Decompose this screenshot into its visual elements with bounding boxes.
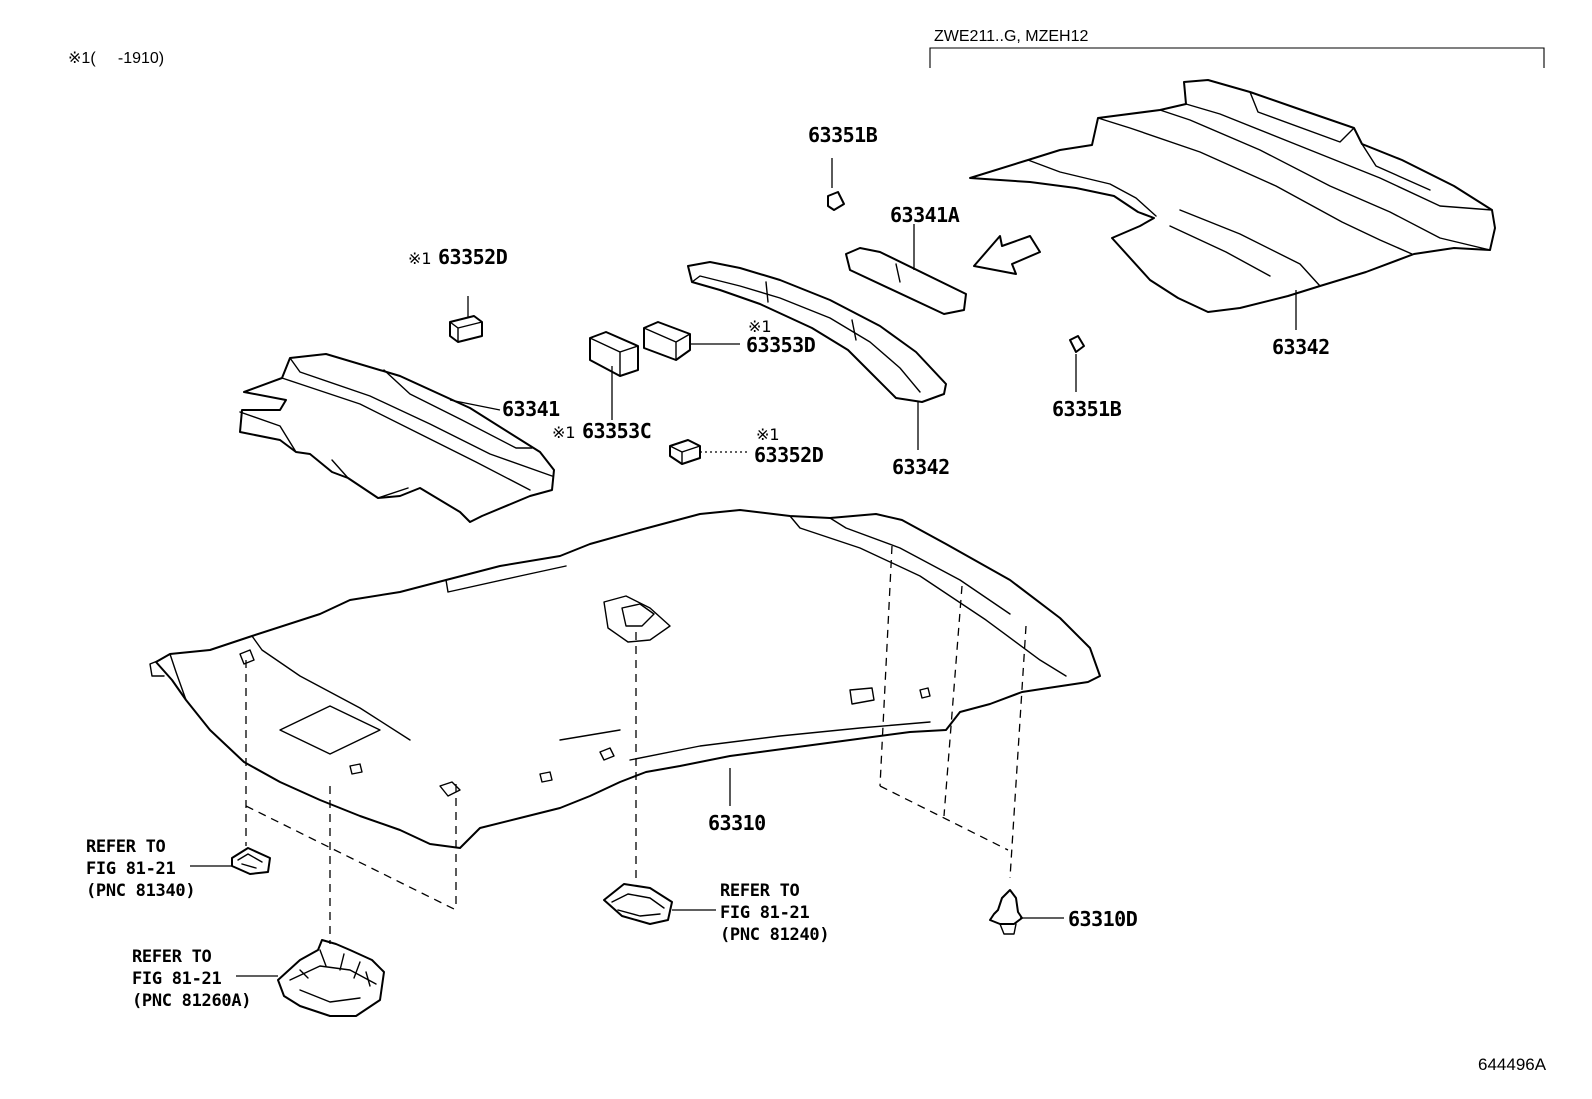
marker-63352D-top: ※1 — [408, 249, 432, 268]
roof-silencer-pad-middle — [687, 261, 947, 403]
roof-silencer-pad-front — [239, 353, 555, 523]
reference-line-1: REFER TO — [720, 881, 800, 901]
block-63352D-bottom — [669, 439, 701, 465]
part-number-63342-middle: 63342 — [892, 455, 950, 479]
light-81340 — [231, 847, 271, 875]
reference-line-1: REFER TO — [86, 837, 166, 857]
direction-arrow — [973, 235, 1041, 275]
leader-lines — [190, 158, 1297, 977]
clip-63351B-right — [1069, 335, 1085, 353]
part-number-63341: 63341 — [502, 397, 560, 421]
diagram-id: 644496A — [1478, 1055, 1547, 1074]
part-number-63310D: 63310D — [1068, 907, 1138, 931]
roof-headlining — [149, 509, 1101, 849]
marker-63353C: ※1 — [552, 423, 576, 442]
clip-63310D — [989, 889, 1023, 935]
reference-line-3: (PNC 81240) — [720, 925, 830, 945]
part-number-63342-right: 63342 — [1272, 335, 1330, 359]
roof-silencer-pad-large — [969, 79, 1496, 313]
block-63352D-top — [449, 315, 483, 343]
block-63353D — [643, 321, 691, 361]
part-number-63341A: 63341A — [890, 203, 960, 227]
light-81240 — [603, 883, 673, 925]
part-number-63310: 63310 — [708, 811, 766, 835]
reference-line-2: FIG 81-21 — [132, 969, 222, 989]
block-63353C — [589, 331, 639, 377]
reference-line-2: FIG 81-21 — [86, 859, 176, 879]
part-number-63352D-bottom: 63352D — [754, 443, 824, 467]
model-bracket — [929, 47, 1545, 68]
reference-line-2: FIG 81-21 — [720, 903, 810, 923]
reference-line-3: (PNC 81260A) — [132, 991, 252, 1011]
footnote-marker: ※1( -1910) — [68, 50, 165, 67]
footnote-range: ( -1910) — [90, 50, 165, 67]
part-number-63351B-top: 63351B — [808, 123, 878, 147]
model-codes: ZWE211..G, MZEH12 — [934, 28, 1089, 45]
alignment-lines — [245, 545, 1027, 944]
pad-63341A — [845, 247, 967, 315]
light-81260A — [277, 939, 385, 1017]
part-number-63353D: 63353D — [746, 333, 816, 357]
reference-line-1: REFER TO — [132, 947, 212, 967]
marker-63353D: ※1 — [748, 317, 772, 336]
part-number-63351B-right: 63351B — [1052, 397, 1122, 421]
marker-63352D-bottom: ※1 — [756, 425, 780, 444]
part-number-63353C: 63353C — [582, 419, 652, 443]
reference-line-3: (PNC 81340) — [86, 881, 196, 901]
part-number-63352D-top: 63352D — [438, 245, 508, 269]
clip-63351B-top — [827, 191, 845, 211]
